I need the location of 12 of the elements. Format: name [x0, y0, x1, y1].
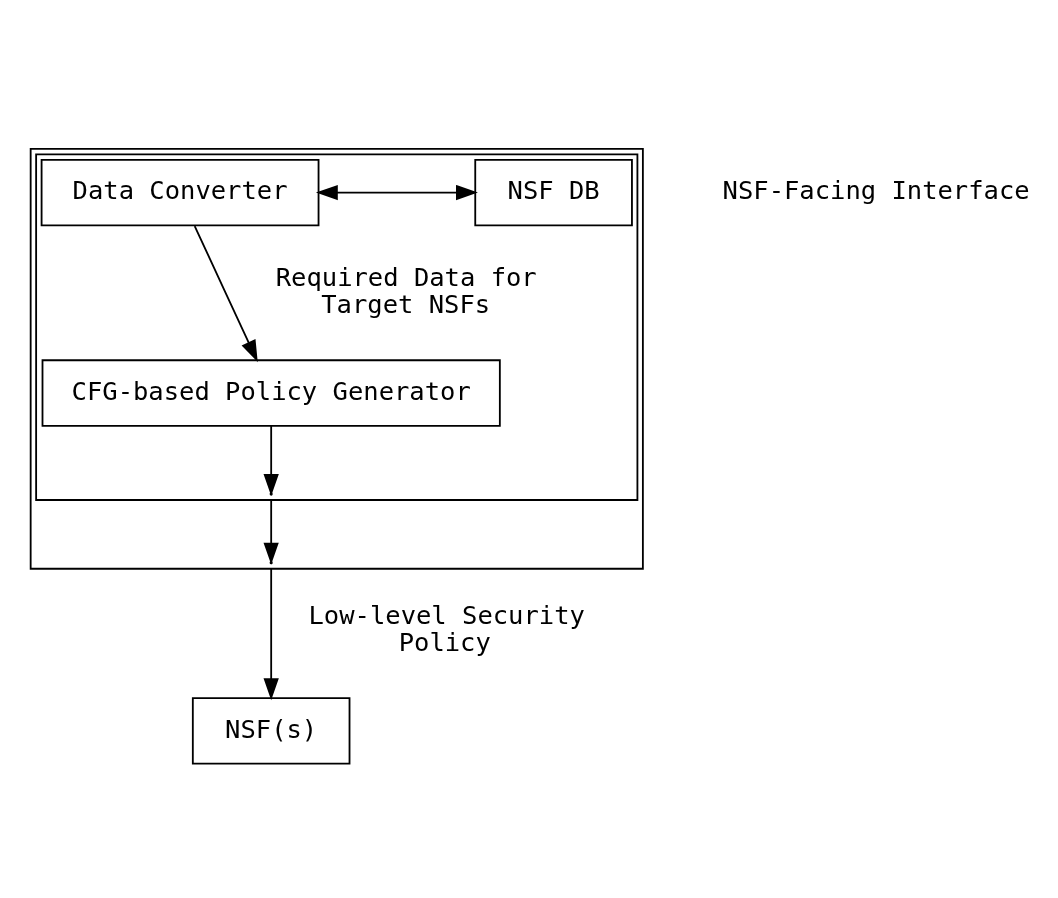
label: NSF-Facing Interface	[722, 175, 1030, 206]
node-box: CFG-based Policy Generator	[41, 359, 501, 427]
arrow	[193, 225, 258, 363]
node-box: Data Converter	[40, 158, 320, 227]
arrow	[263, 567, 279, 701]
edge-label: Low-level Security Policy	[308, 599, 585, 658]
node-box: NSF DB	[474, 158, 633, 227]
node-box: NSF(s)	[191, 697, 351, 765]
cluster	[29, 147, 644, 570]
arrow	[315, 184, 478, 201]
edge-label: Required Data for Target NSFs	[275, 261, 537, 320]
cluster	[35, 153, 639, 501]
